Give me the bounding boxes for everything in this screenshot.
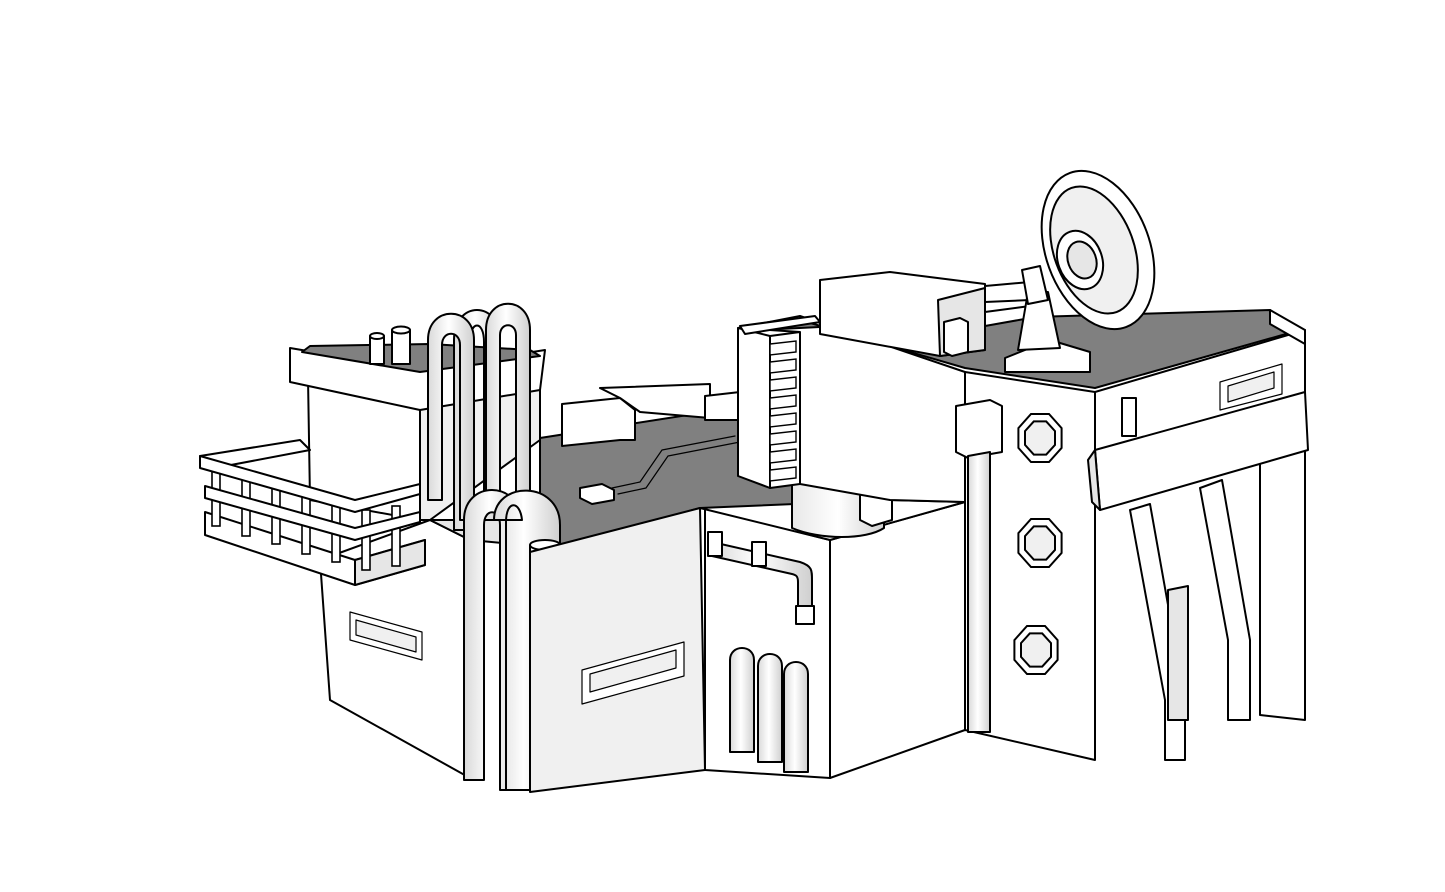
balcony-post [391,505,401,567]
ladder-rung [769,430,797,446]
satellite-dish [1004,169,1156,373]
porthole-glass [1020,632,1052,668]
ladder-rung [769,376,797,392]
ladder-rung [769,340,797,356]
ladder-rung [769,358,797,374]
support-legs [1129,479,1251,761]
wall-pipe [955,399,1003,733]
front-block [529,507,706,793]
ladder-rung [769,412,797,428]
ladder-wall [737,327,801,489]
porthole-windows [1013,413,1063,675]
balcony-post [361,509,371,571]
right-band [1087,363,1309,511]
ladder-rung [769,394,797,410]
u-pipes [427,302,561,791]
porthole-glass [1024,525,1056,561]
ladder-rung [769,448,797,464]
left-tower [289,325,546,521]
rooftop-box [819,271,1031,357]
left-balcony [199,439,426,586]
ladder-rung [769,466,797,482]
center-roof [539,383,901,549]
porthole-glass [1024,420,1056,456]
short-pillars [729,647,809,773]
